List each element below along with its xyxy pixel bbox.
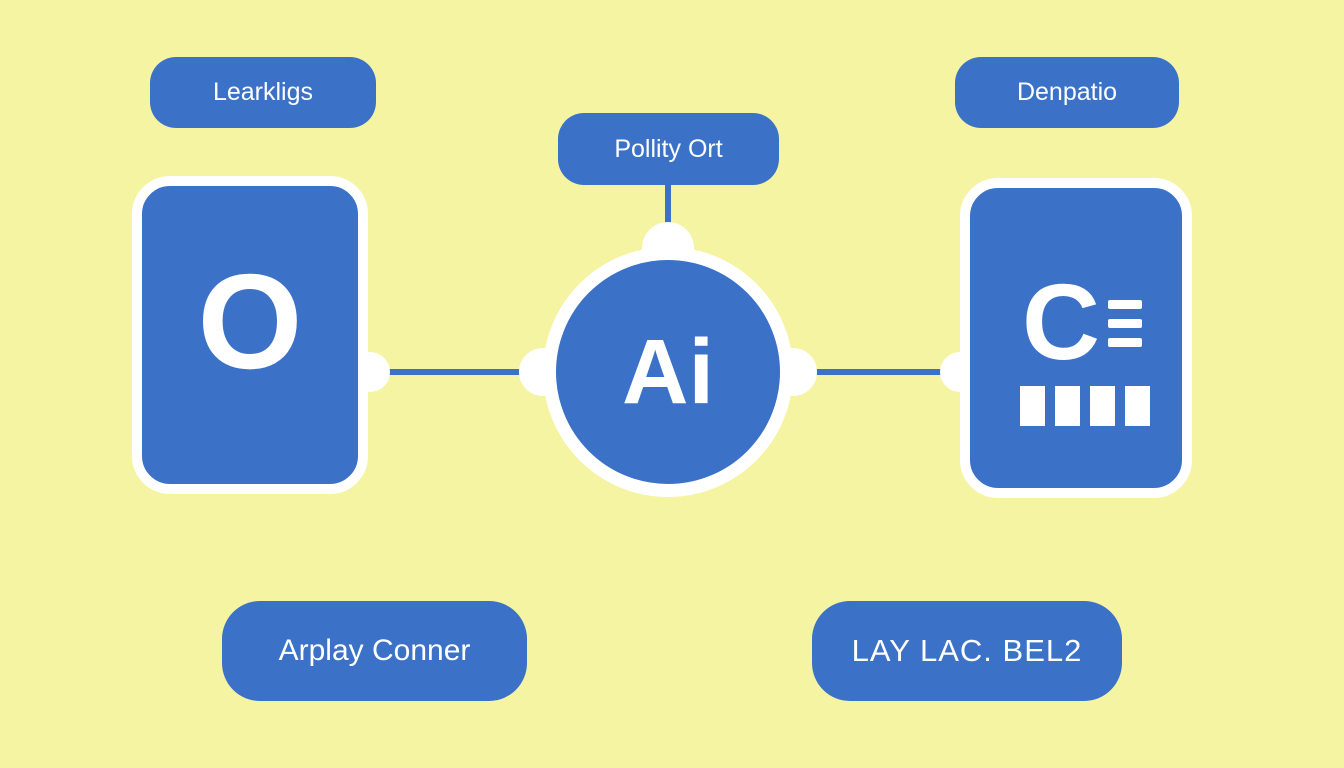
label-pill-bottom-left: Arplay Conner <box>222 601 527 701</box>
ai-center-node: Ai <box>543 247 793 497</box>
pill-label: Pollity Ort <box>614 134 723 163</box>
text-lines-icon <box>1108 300 1142 347</box>
connector-line-right <box>790 369 972 375</box>
ai-label: Ai <box>622 321 714 423</box>
pill-label: Denpatio <box>1016 78 1118 106</box>
label-pill-bottom-right: LAY LAC. BEL2 <box>812 601 1122 701</box>
label-pill-top-center: Pollity Ort <box>558 113 779 185</box>
squares-row-icon <box>1020 386 1150 426</box>
pill-label: Learkligs <box>212 78 314 106</box>
o-glyph: O <box>197 245 303 397</box>
pill-label: Arplay Conner <box>278 634 471 667</box>
pill-label: LAY LAC. BEL2 <box>851 633 1083 668</box>
label-pill-top-right: Denpatio <box>955 57 1179 128</box>
right-node-card: C <box>960 178 1192 498</box>
connector-line-left <box>360 369 545 375</box>
c-glyph: C <box>1022 261 1100 382</box>
left-node-card: O <box>132 176 368 494</box>
label-pill-top-left: Learkligs <box>150 57 376 128</box>
